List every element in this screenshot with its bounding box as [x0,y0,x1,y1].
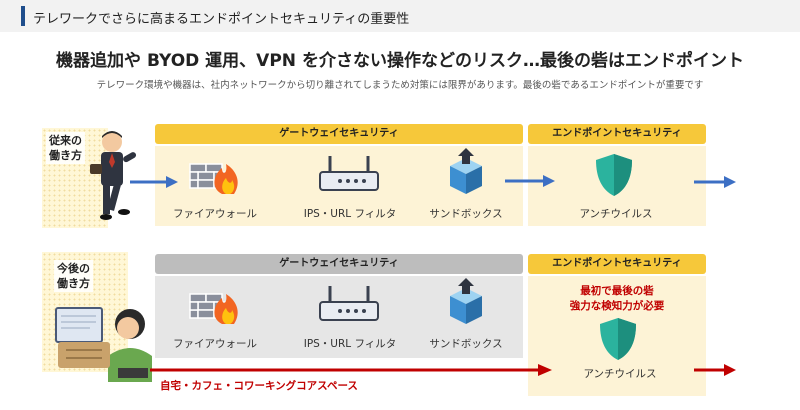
sandbox-label-future: サンドボックス [429,338,503,350]
traditional-work-label-line2: 働き方 [49,149,82,162]
firewall-icon-future [189,293,238,324]
last-bastion-note-line2: 強力な検知力が必要 [569,300,665,312]
router-icon-future [319,286,379,321]
traditional-work-label-line1: 従来の [49,134,82,147]
sandbox-box-icon-future [450,278,482,324]
last-bastion-note-line1: 最初で最後の砦 [580,285,654,297]
antivirus-shield-icon-future [600,318,636,360]
ips-url-filter-label: IPS・URL フィルタ [303,208,397,220]
future-work-label-line2: 働き方 [57,277,90,290]
ips-url-filter-label-future: IPS・URL フィルタ [303,338,397,350]
traditional-work-label: 従来の 働き方 [46,132,85,164]
antivirus-label: アンチウイルス [579,208,653,220]
remote-location-label: 自宅・カフェ・コワーキングコアスペース [160,380,358,392]
office-worker-illustration [90,131,137,220]
firewall-label-future: ファイアウォール [173,338,257,350]
last-bastion-note: 最初で最後の砦 強力な検知力が必要 [528,284,706,314]
sandbox-box-icon [450,148,482,194]
flow-arrow-mid [505,175,555,187]
headline: 機器追加や BYOD 運用、VPN を介さない操作などのリスク…最後の砦はエンド… [56,51,744,71]
remote-worker-illustration [55,307,152,382]
firewall-label: ファイアウォール [173,208,257,220]
firewall-icon [189,163,238,194]
future-work-label-line1: 今後の [57,262,90,275]
router-icon [319,156,379,191]
flow-arrow-out [694,176,736,188]
antivirus-shield-icon [596,154,632,196]
section-title: テレワークでさらに高まるエンドポイントセキュリティの重要性 [33,12,410,27]
future-work-label: 今後の 働き方 [54,260,93,292]
direct-path-arrow [150,364,552,376]
flow-arrow-out-future [694,364,736,376]
subline: テレワーク環境や機器は、社内ネットワークから切り離されてしまうため対策には限界が… [96,80,704,91]
antivirus-label-future: アンチウイルス [583,368,657,380]
sandbox-label: サンドボックス [429,208,503,220]
flow-arrow-in [130,176,178,188]
gateway-security-title-future: ゲートウェイセキュリティ [155,254,523,274]
section-header: テレワークでさらに高まるエンドポイントセキュリティの重要性 [0,0,800,32]
endpoint-security-title-future: エンドポイントセキュリティ [528,254,706,274]
gateway-security-title: ゲートウェイセキュリティ [155,124,523,144]
endpoint-security-title: エンドポイントセキュリティ [528,124,706,144]
header-accent-bar [21,6,25,26]
